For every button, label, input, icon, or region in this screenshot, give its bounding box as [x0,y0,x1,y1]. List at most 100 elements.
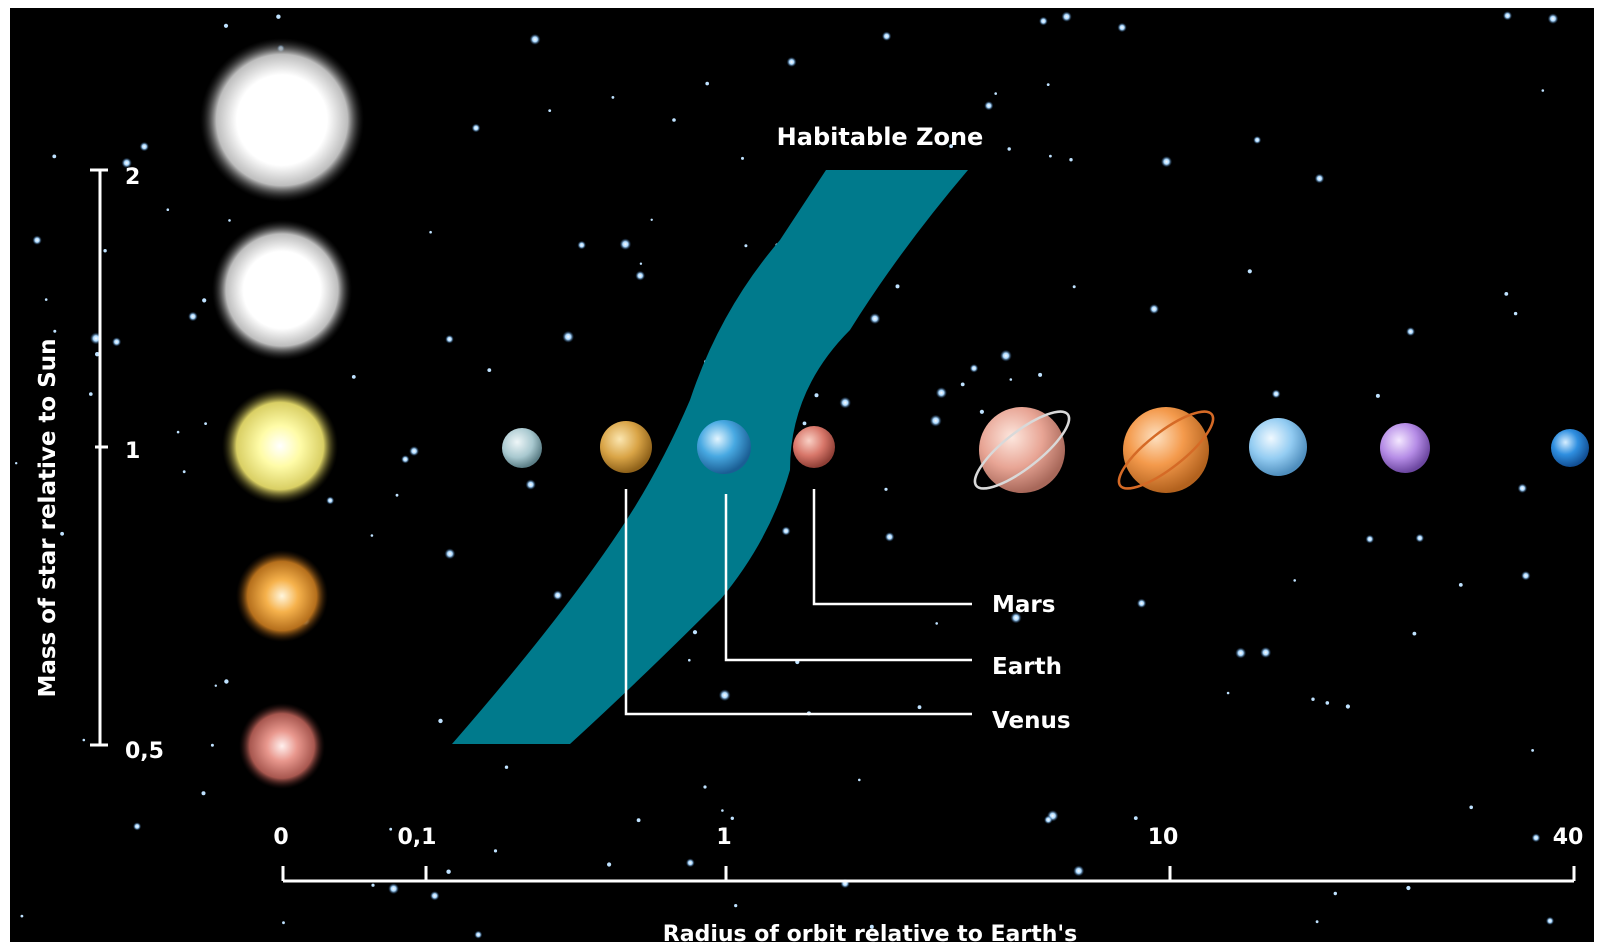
orange-star-icon [236,550,328,642]
background-star [210,743,214,747]
background-star [1046,83,1050,86]
background-star [960,382,965,387]
background-star [95,352,100,357]
background-star [1502,11,1513,21]
background-star [1133,816,1138,820]
white-star-icon [212,220,352,360]
background-star [1547,13,1559,24]
background-star [692,630,698,635]
background-star [1038,372,1043,377]
background-star [204,422,208,425]
background-star [935,387,948,399]
background-star [1117,22,1127,33]
background-star [1521,571,1531,581]
background-star [1365,534,1375,544]
x-tick-label: 1 [716,825,731,850]
background-star [89,392,93,396]
background-star [917,705,922,710]
earth-leader-line [724,494,972,662]
background-star [1345,704,1350,709]
background-star [1160,156,1173,168]
background-star [721,809,724,812]
background-star [1513,311,1518,316]
mercury-icon [502,428,542,468]
background-star [445,334,454,344]
background-star [32,235,42,245]
background-star [703,785,707,789]
background-star [276,14,281,19]
background-star [1009,378,1013,381]
background-star [869,313,881,325]
background-star [1271,389,1281,399]
background-star [389,827,393,831]
background-star [133,822,142,831]
background-star [1039,16,1048,26]
background-star [223,23,229,28]
background-star [409,446,420,457]
background-star [639,262,643,265]
background-star [1061,11,1072,22]
background-star [438,718,443,724]
background-star [429,230,432,234]
pluto-icon [1551,429,1589,467]
background-star [1260,647,1272,658]
background-star [188,311,198,322]
y-tick-label: 0,5 [125,739,164,764]
venus-leader-line [624,489,972,716]
background-star [1311,697,1315,701]
background-star [1069,158,1073,162]
background-star [552,590,563,601]
background-star [1517,483,1528,494]
mars-icon [793,426,835,468]
background-star [103,249,107,253]
background-star [493,849,498,853]
background-star [688,658,691,662]
background-star [969,364,979,373]
stars-column [200,38,364,789]
background-star [705,81,709,86]
mars-label: Mars [992,592,1055,618]
background-star [182,470,186,474]
background-star [44,298,48,301]
background-star [474,930,483,939]
background-star [802,421,807,426]
background-star [525,479,536,490]
white-star-icon [200,38,364,202]
y-axis: 2 1 0,5 Mass of star relative to Sun [35,165,164,764]
background-star [1375,393,1380,398]
background-star [562,330,575,343]
background-star [1406,885,1411,891]
background-star [685,858,695,868]
background-star [52,154,57,159]
background-star [949,144,953,149]
background-star [1315,920,1319,924]
background-star [1149,304,1160,314]
background-star [1049,154,1052,158]
background-star [611,96,615,99]
background-star [351,375,356,379]
background-star [1007,147,1011,151]
background-star [166,208,170,211]
background-star [1314,173,1325,184]
background-star [884,532,895,542]
background-star [619,238,632,250]
background-star [1293,579,1296,582]
background-star [984,101,994,111]
background-star [881,31,892,41]
earth-icon [697,420,751,474]
background-star [650,218,653,221]
background-star [636,818,641,823]
x-tick-label: 0 [273,825,288,850]
background-star [1010,612,1022,624]
background-star [1136,598,1147,608]
y-axis-title: Mass of star relative to Sun [35,338,61,697]
y-tick-label: 1 [125,439,140,464]
leader-lines [624,489,972,716]
background-star [446,869,451,874]
background-star [935,622,938,625]
background-star [1235,647,1247,659]
background-star [994,92,997,95]
background-star [884,487,888,491]
background-star [1000,349,1012,362]
